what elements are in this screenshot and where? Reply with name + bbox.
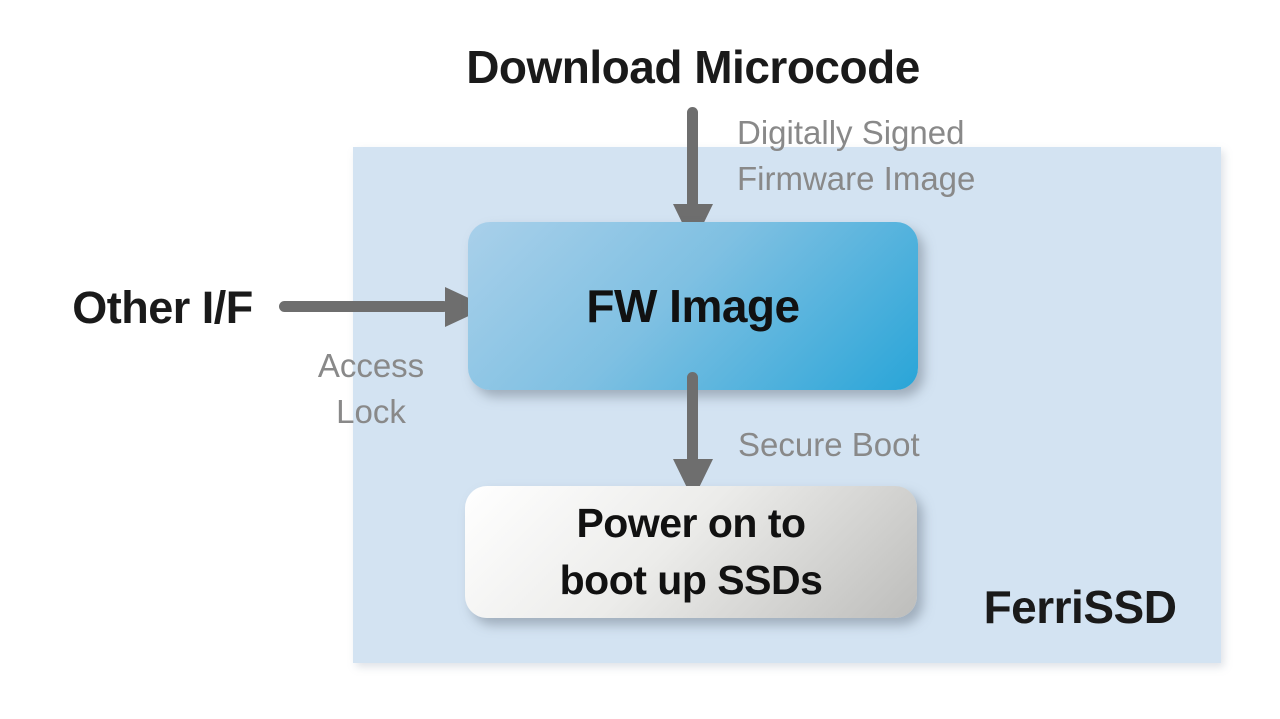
power-on-node: Power on to boot up SSDs: [465, 486, 917, 618]
other-if-arrow-shaft: [279, 301, 449, 312]
fw-image-node: FW Image: [468, 222, 918, 390]
download-microcode-title: Download Microcode: [466, 41, 920, 93]
power-on-node-label: Power on to boot up SSDs: [560, 495, 823, 608]
digitally-signed-label: Digitally Signed Firmware Image: [737, 110, 975, 202]
digitally-signed-line2: Firmware Image: [737, 160, 976, 198]
secure-boot-arrow-shaft: [687, 372, 698, 464]
ferrissd-label: FerriSSD: [983, 581, 1177, 633]
other-if-label: Other I/F: [72, 282, 253, 333]
download-arrow-shaft: [687, 107, 698, 209]
power-on-line1: Power on to: [576, 500, 806, 547]
secure-boot-label: Secure Boot: [738, 426, 920, 463]
access-lock-line1: Access: [317, 347, 425, 384]
access-lock-label: Access Lock: [286, 343, 456, 435]
access-lock-line2: Lock: [336, 393, 406, 431]
power-on-line2: boot up SSDs: [559, 557, 823, 603]
digitally-signed-line1: Digitally Signed: [737, 114, 965, 151]
fw-image-node-label: FW Image: [586, 280, 800, 332]
